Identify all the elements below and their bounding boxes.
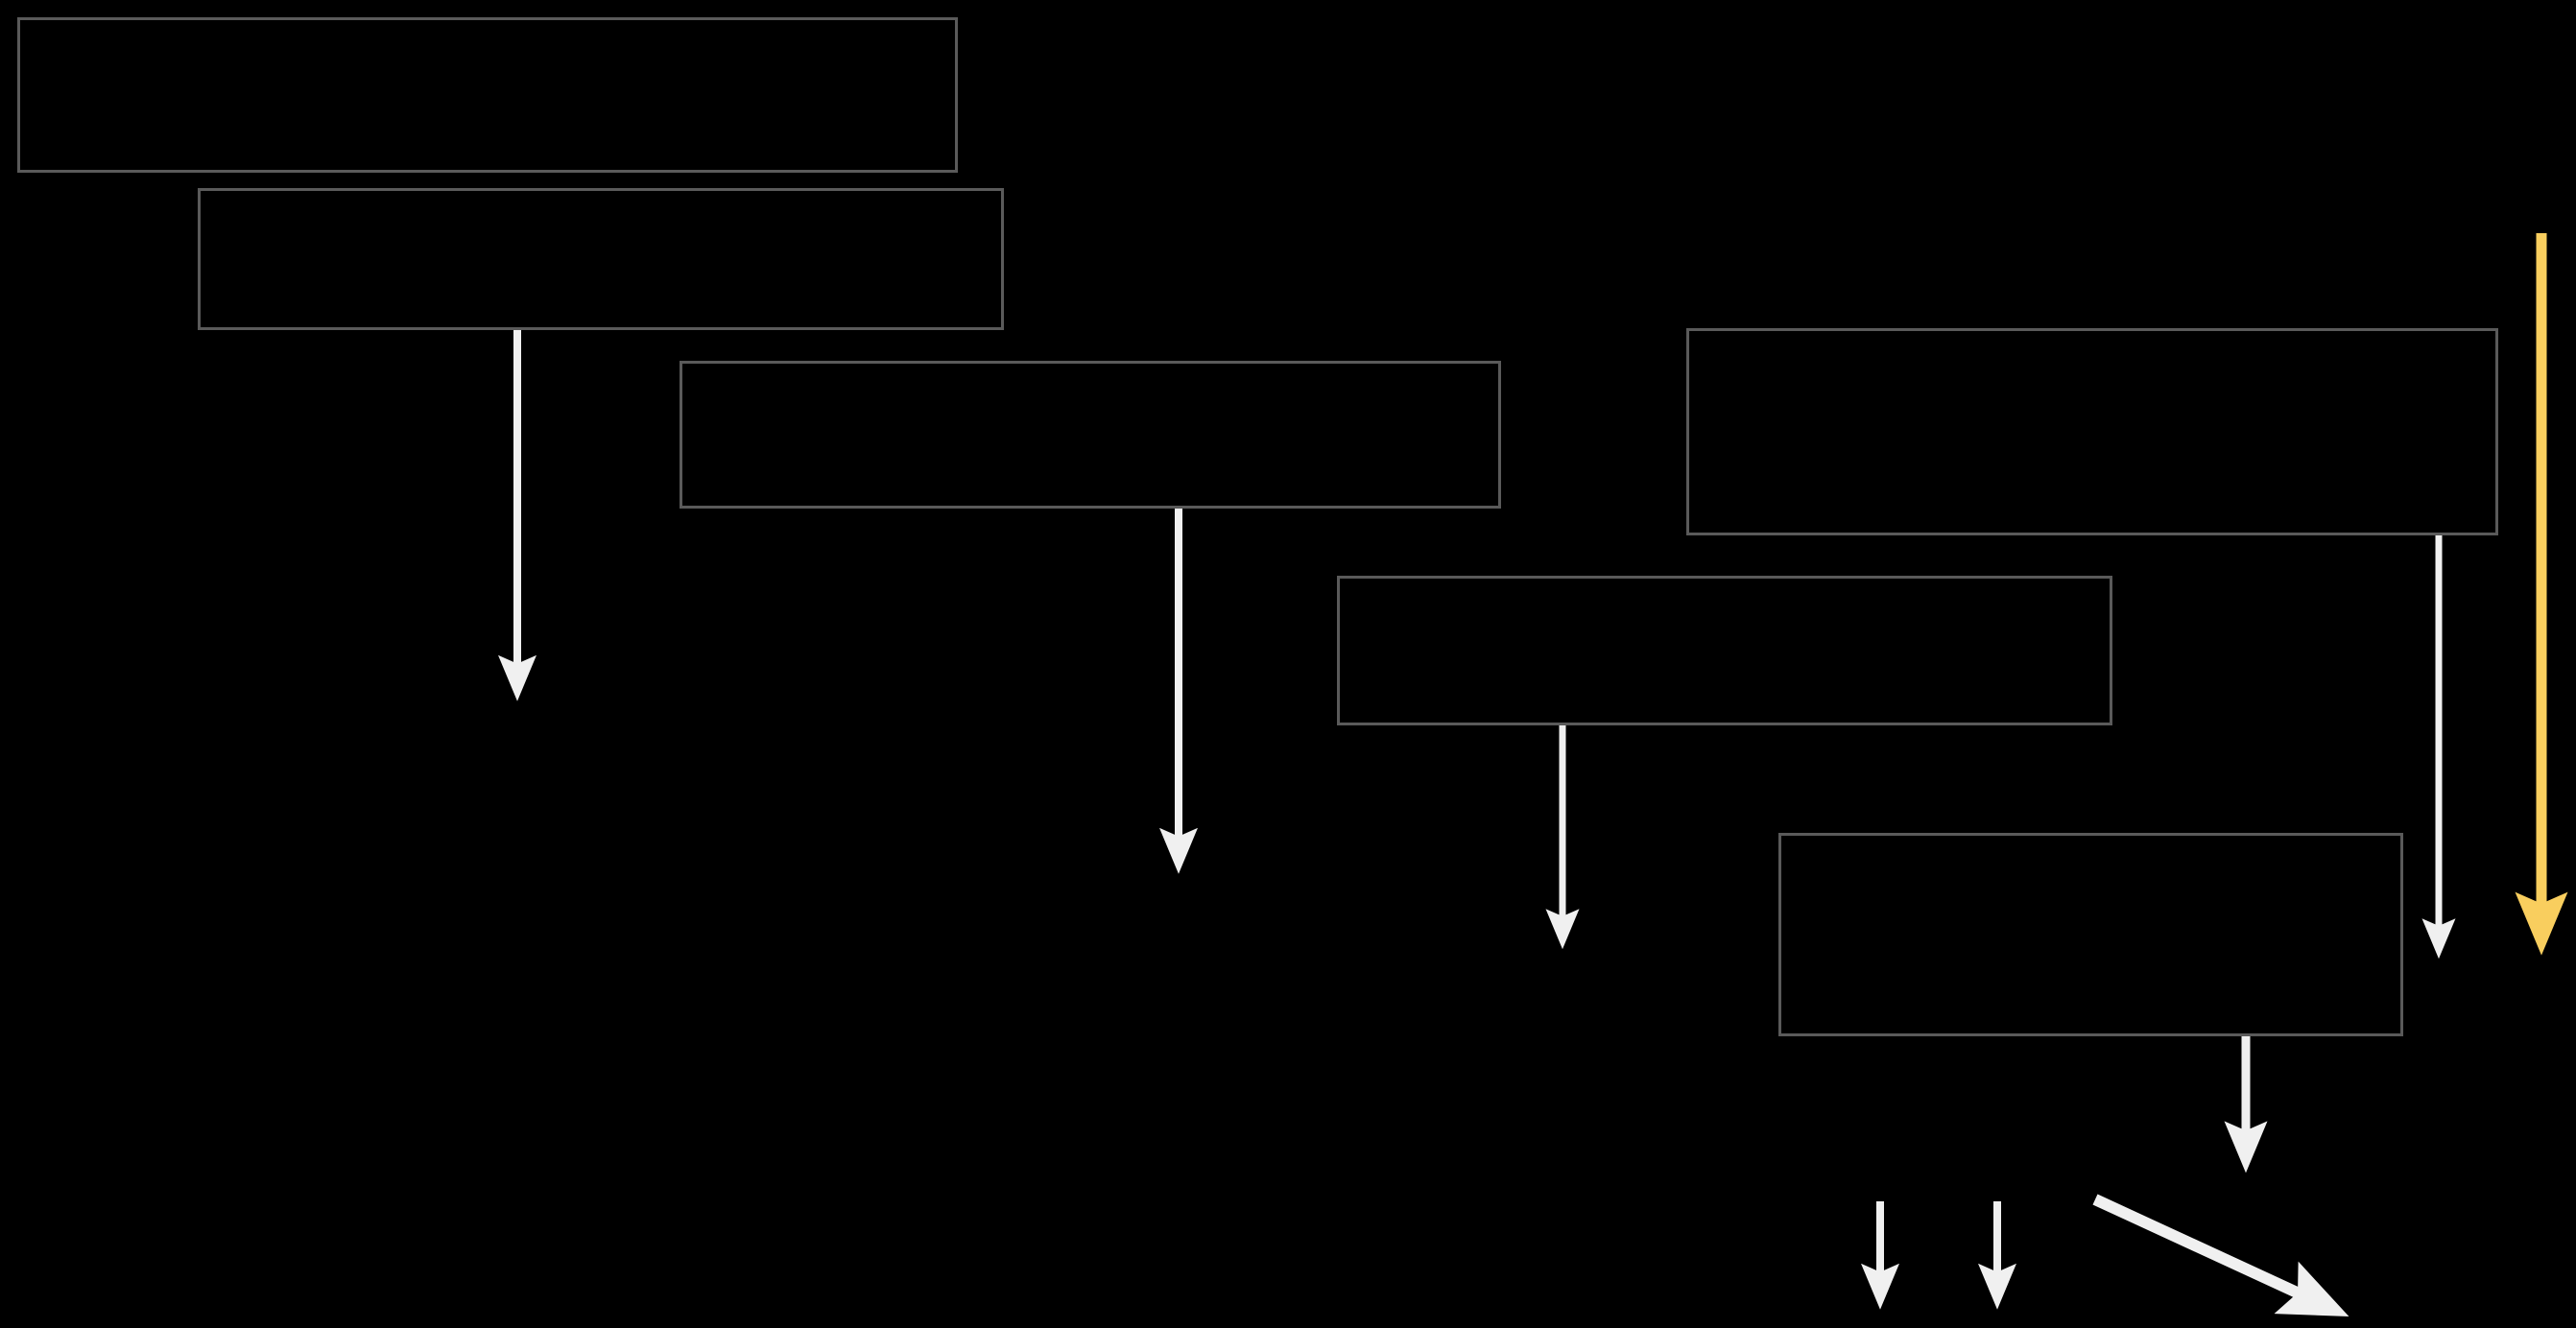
arrow-hit-6[interactable] xyxy=(2236,1031,2255,1165)
arrow-hit-8[interactable] xyxy=(1988,1196,2007,1303)
node-box-6[interactable] xyxy=(1778,833,2403,1036)
node-label xyxy=(1781,836,2400,1033)
arrow-hit-2[interactable] xyxy=(1169,503,1188,867)
arrow-hit-3[interactable] xyxy=(1553,720,1572,944)
arrow-hit-1[interactable] xyxy=(508,324,527,695)
node-label xyxy=(682,364,1498,506)
node-label xyxy=(201,191,1001,327)
node-label xyxy=(20,20,955,170)
arrow-hit-5[interactable] xyxy=(2532,227,2551,944)
arrow-hit-9[interactable] xyxy=(2086,1194,2342,1315)
node-label xyxy=(1340,579,2110,723)
node-box-1[interactable] xyxy=(17,17,958,173)
node-box-5[interactable] xyxy=(1686,328,2498,535)
node-box-3[interactable] xyxy=(680,361,1501,509)
arrow-hit-4[interactable] xyxy=(2429,530,2448,954)
node-box-2[interactable] xyxy=(198,188,1004,330)
node-label xyxy=(1689,331,2495,533)
node-box-4[interactable] xyxy=(1337,576,2112,725)
arrow-hit-7[interactable] xyxy=(1871,1196,1890,1303)
